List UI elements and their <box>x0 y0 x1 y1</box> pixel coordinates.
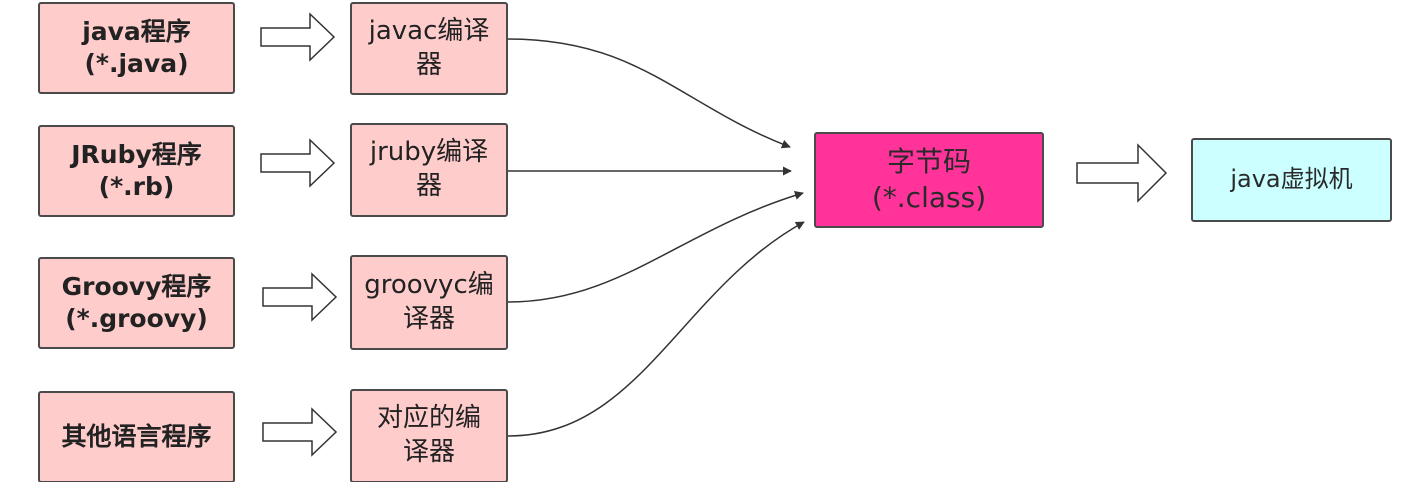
java-source-label: java程序 <box>82 16 191 46</box>
other-compiler-label-line1: 对应的编 <box>376 403 481 434</box>
groovyc-compiler-label-line1: groovyc编 <box>364 269 494 300</box>
other-language-source-node: 其他语言程序 <box>38 391 235 482</box>
bytecode-label: 字节码 <box>886 144 971 178</box>
java-source-extension: (*.java) <box>84 49 189 78</box>
connector-javac-bytecode <box>507 38 791 149</box>
jruby-compiler-label-line1: jruby编译 <box>369 137 489 168</box>
groovyc-compiler-label-line2: 译器 <box>402 303 455 334</box>
javac-compiler-label-line1: javac编译 <box>368 15 490 46</box>
block-arrow-other <box>262 407 338 457</box>
connector-other-bytecode <box>507 221 805 437</box>
other-language-source-label: 其他语言程序 <box>61 421 212 451</box>
jruby-source-extension: (*.rb) <box>98 172 175 201</box>
groovyc-compiler-node: groovyc编 译器 <box>350 255 508 350</box>
java-source-node: java程序 (*.java) <box>38 2 235 94</box>
bytecode-node: 字节码 (*.class) <box>814 132 1044 228</box>
groovy-source-node: Groovy程序 (*.groovy) <box>38 257 235 349</box>
jruby-source-node: JRuby程序 (*.rb) <box>38 125 235 217</box>
other-compiler-label-line2: 译器 <box>402 437 455 467</box>
javac-compiler-label-line2: 器 <box>415 49 442 80</box>
groovy-source-label: Groovy程序 <box>61 271 212 301</box>
bytecode-extension: (*.class) <box>871 181 987 214</box>
jruby-compiler-label-line2: 器 <box>415 171 442 201</box>
groovy-source-extension: (*.groovy) <box>65 304 208 333</box>
block-arrow-bytecode <box>1076 143 1168 203</box>
jruby-source-label: JRuby程序 <box>71 139 202 169</box>
javac-compiler-node: javac编译 器 <box>350 2 508 95</box>
jvm-node: java虚拟机 <box>1191 138 1392 222</box>
jruby-compiler-node: jruby编译 器 <box>350 123 508 217</box>
jvm-label: java虚拟机 <box>1230 165 1353 194</box>
other-compiler-node: 对应的编 译器 <box>350 389 508 482</box>
block-arrow-java <box>260 12 336 62</box>
block-arrow-jruby <box>260 138 336 188</box>
connector-groovyc-bytecode <box>507 191 804 303</box>
block-arrow-groovy <box>262 272 338 322</box>
